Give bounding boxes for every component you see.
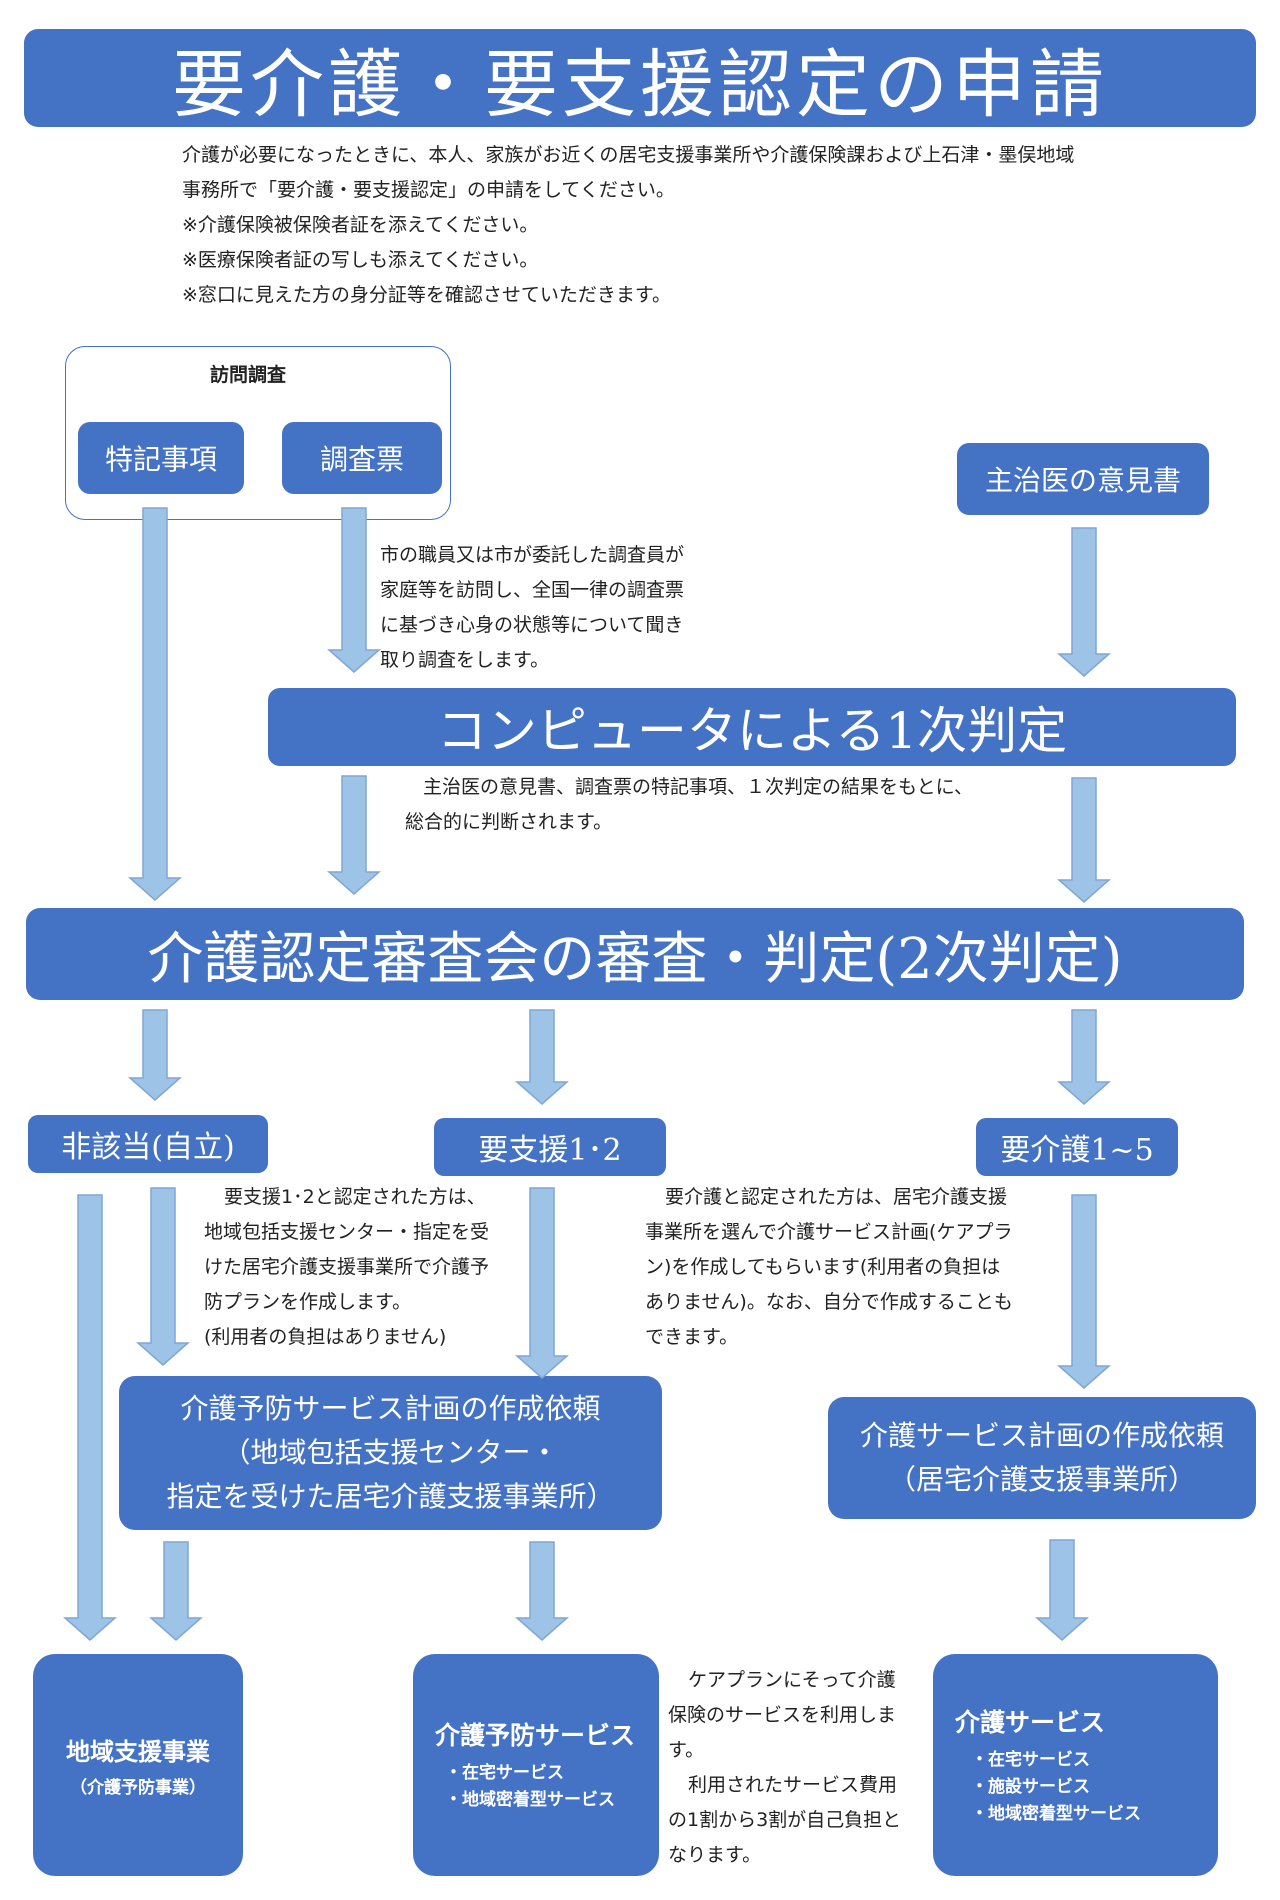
use-note-line: の1割から3割が自己負担と — [668, 1809, 902, 1831]
second-judgment-box: 介護認定審査会の審査・判定(2次判定) — [26, 908, 1244, 1000]
prevention-request-line: （地域包括支援センター・ — [222, 1436, 559, 1469]
prevention-service-title: 介護予防サービス — [435, 1721, 636, 1750]
care-service-item: ・施設サービス — [971, 1776, 1090, 1797]
second-judgment-label: 介護認定審査会の審査・判定(2次判定) — [147, 926, 1123, 992]
intro-line: ※医療保険者証の写しも添えてください。 — [182, 249, 539, 271]
survey-note-line: 市の職員又は市が委託した調査員が — [380, 544, 685, 566]
first-note-line: 主治医の意見書、調査票の特記事項、１次判定の結果をもとに、 — [423, 776, 974, 798]
flow-arrow — [515, 1187, 569, 1379]
survey-note-line: に基づき心身の状態等について聞き — [380, 614, 684, 636]
support-note-line: 地域包括支援センター・指定を受 — [204, 1221, 490, 1243]
prevention-request-line: 指定を受けた居宅介護支援事業所） — [166, 1480, 615, 1513]
prevention-request-line: 介護予防サービス計画の作成依頼 — [180, 1392, 601, 1425]
use-note-line: 利用されたサービス費用 — [688, 1774, 898, 1796]
survey-sheet-label: 調査票 — [319, 443, 404, 476]
care-note: 要介護と認定された方は、居宅介護支援 事業所を選んで介護サービス計画(ケアプラ … — [645, 1180, 1013, 1355]
flow-arrow — [149, 1541, 203, 1641]
page-title: 要介護・要支援認定の申請 — [24, 29, 1256, 128]
care-request-box: 介護サービス計画の作成依頼 （居宅介護支援事業所） — [828, 1397, 1256, 1519]
care-note-line: できます。 — [645, 1326, 739, 1348]
community-support-sub: （介護予防事業） — [70, 1778, 206, 1798]
care-box: 要介護1~5 — [976, 1118, 1178, 1176]
flow-arrow — [128, 1009, 182, 1101]
flow-arrow — [327, 507, 381, 673]
flow-arrow — [1035, 1539, 1089, 1641]
support-note-line: けた居宅介護支援事業所で介護予 — [204, 1256, 490, 1278]
flow-arrow — [1057, 1194, 1111, 1389]
special-notes-box: 特記事項 — [78, 422, 244, 494]
survey-note-line: 家庭等を訪問し、全国一律の調査票 — [380, 579, 685, 601]
use-note-line: す。 — [668, 1739, 705, 1761]
support-note-line: (利用者の負担はありません) — [204, 1326, 447, 1348]
support-note-line: 要支援1･2と認定された方は、 — [224, 1186, 486, 1208]
special-notes-label: 特記事項 — [104, 443, 217, 476]
use-note: ケアプランにそって介護 保険のサービスを利用しま す。 利用されたサービス費用 … — [668, 1663, 901, 1873]
prevention-service-box: 介護予防サービス ・在宅サービス ・地域密着型サービス — [413, 1654, 659, 1876]
care-note-line: 要介護と認定された方は、居宅介護支援 — [665, 1186, 1008, 1208]
flow-arrow — [515, 1541, 569, 1641]
doctor-opinion-box: 主治医の意見書 — [957, 443, 1209, 515]
use-note-line: ケアプランにそって介護 — [688, 1669, 896, 1691]
survey-note-line: 取り調査をします。 — [380, 649, 550, 671]
intro-line: ※窓口に見えた方の身分証等を確認させていただきます。 — [182, 284, 672, 306]
first-judgment-label: コンピュータによる1次判定 — [436, 702, 1068, 760]
not-applicable-box: 非該当(自立) — [28, 1115, 268, 1173]
care-request-line: 介護サービス計画の作成依頼 — [859, 1419, 1224, 1452]
flow-arrow — [136, 1187, 190, 1366]
use-note-line: なります。 — [668, 1844, 762, 1866]
care-request-line: （居宅介護支援事業所） — [887, 1463, 1196, 1496]
care-service-item: ・在宅サービス — [971, 1749, 1090, 1770]
doctor-opinion-label: 主治医の意見書 — [984, 464, 1181, 497]
intro-text: 介護が必要になったときに、本人、家族がお近くの居宅支援事業所や介護保険課および上… — [182, 138, 1074, 313]
community-support-title: 地域支援事業 — [66, 1737, 210, 1766]
support-label: 要支援1･2 — [478, 1133, 622, 1168]
prevention-service-item: ・在宅サービス — [445, 1763, 564, 1783]
support-note-line: 防プランを作成します。 — [204, 1291, 412, 1313]
survey-note: 市の職員又は市が委託した調査員が 家庭等を訪問し、全国一律の調査票 に基づき心身… — [380, 538, 684, 678]
care-service-item: ・地域密着型サービス — [971, 1803, 1141, 1824]
visit-survey-label: 訪問調査 — [210, 364, 287, 386]
flow-arrow — [1057, 1009, 1111, 1105]
community-support-box: 地域支援事業 （介護予防事業） — [33, 1654, 243, 1876]
first-note-line: 総合的に判断されます。 — [405, 811, 613, 833]
not-applicable-label: 非該当(自立) — [61, 1130, 235, 1165]
intro-line: ※介護保険被保険者証を添えてください。 — [182, 214, 539, 236]
flow-arrow — [128, 507, 182, 901]
flow-arrow — [1057, 527, 1111, 677]
care-note-line: ン)を作成してもらいます(利用者の負担は — [645, 1256, 1001, 1278]
page-title-text: 要介護・要支援認定の申請 — [172, 41, 1108, 128]
flow-arrow — [327, 775, 381, 895]
care-service-box: 介護サービス ・在宅サービス ・施設サービス ・地域密着型サービス — [933, 1654, 1218, 1876]
first-note: 主治医の意見書、調査票の特記事項、１次判定の結果をもとに、 総合的に判断されます… — [405, 770, 973, 840]
flow-arrow — [1057, 777, 1111, 903]
visit-survey-group — [65, 346, 451, 520]
intro-line: 事務所で「要介護・要支援認定」の申請をしてください。 — [182, 179, 675, 201]
care-note-line: ありません)。なお、自分で作成することも — [645, 1291, 1013, 1313]
first-judgment-box: コンピュータによる1次判定 — [268, 688, 1236, 766]
survey-sheet-box: 調査票 — [282, 422, 442, 494]
prevention-request-box: 介護予防サービス計画の作成依頼 （地域包括支援センター・ 指定を受けた居宅介護支… — [119, 1376, 662, 1530]
flow-arrow — [515, 1009, 569, 1105]
care-label: 要介護1~5 — [1000, 1133, 1154, 1168]
intro-line: 介護が必要になったときに、本人、家族がお近くの居宅支援事業所や介護保険課および上… — [182, 144, 1075, 166]
care-service-title: 介護サービス — [955, 1707, 1106, 1737]
support-box: 要支援1･2 — [434, 1118, 666, 1176]
prevention-service-item: ・地域密着型サービス — [445, 1790, 615, 1810]
care-note-line: 事業所を選んで介護サービス計画(ケアプラ — [645, 1221, 1013, 1243]
flow-arrow — [63, 1194, 117, 1641]
support-note: 要支援1･2と認定された方は、 地域包括支援センター・指定を受 けた居宅介護支援… — [204, 1180, 489, 1355]
use-note-line: 保険のサービスを利用しま — [668, 1704, 897, 1726]
